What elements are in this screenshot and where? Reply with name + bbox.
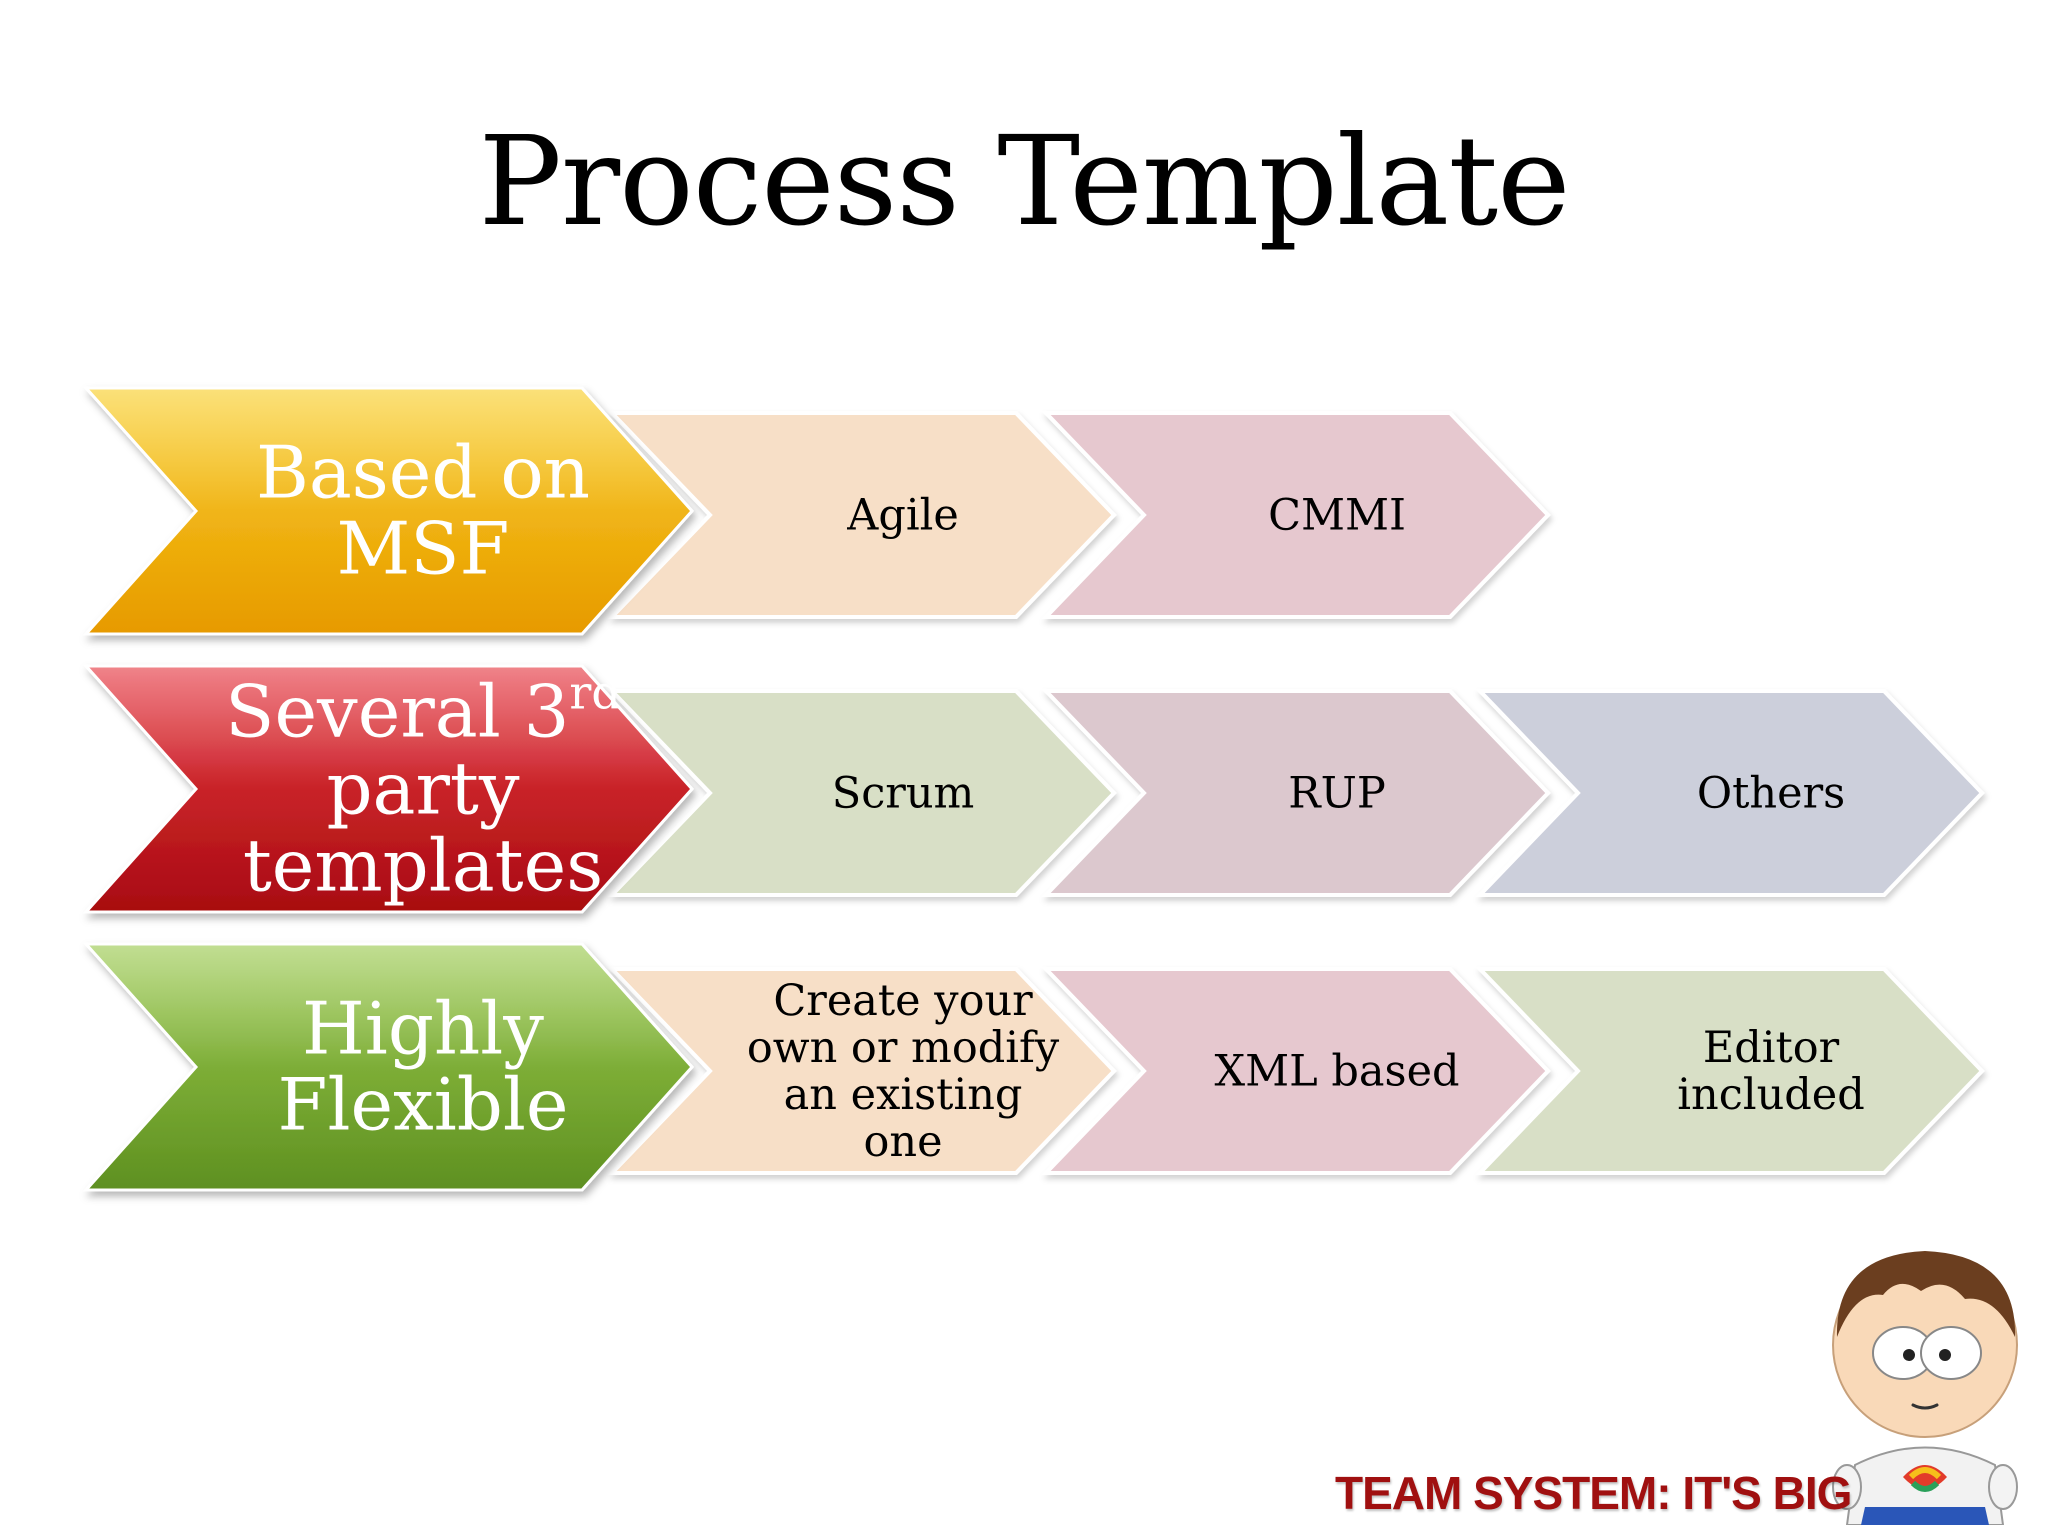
cartoon-boy-mascot-icon: [1832, 1251, 2018, 1525]
option-label: one: [864, 1117, 943, 1167]
option-chevron-shape: [1041, 411, 1551, 619]
category-label-text: party: [326, 746, 519, 830]
category-label: Flexible: [278, 1062, 569, 1146]
process-option-chevron: RUP: [1041, 689, 1551, 897]
process-option-chevron: XML based: [1041, 967, 1551, 1175]
category-label-text: Flexible: [278, 1062, 569, 1146]
option-chevron-shape: [607, 411, 1117, 619]
process-option-chevron: Scrum: [607, 689, 1117, 897]
category-label-text: Highly: [302, 986, 544, 1070]
option-label: included: [1677, 1070, 1864, 1120]
option-chevron-shape: [607, 967, 1117, 1175]
category-label: Based on: [256, 430, 590, 514]
category-label: Highly: [302, 986, 544, 1070]
option-label: Scrum: [832, 769, 975, 819]
process-option-chevron: Agile: [607, 411, 1117, 619]
option-chevron-shape: [1041, 689, 1551, 897]
category-label: Several 3rd: [225, 665, 621, 753]
process-option-chevron: CMMI: [1041, 411, 1551, 619]
option-label: Create your: [773, 976, 1033, 1026]
category-label: MSF: [336, 506, 509, 590]
option-label: RUP: [1288, 769, 1386, 819]
option-label: Others: [1697, 769, 1845, 819]
category-chevron-shine: [86, 944, 692, 1190]
process-option-chevron: Others: [1475, 689, 1985, 897]
option-label: CMMI: [1268, 491, 1406, 541]
category-label-text: Based on: [256, 430, 590, 514]
option-chevron-shape: [1475, 689, 1985, 897]
option-label: an existing: [784, 1070, 1023, 1120]
option-label: own or modify: [747, 1023, 1060, 1073]
category-label-text: Several 3: [225, 669, 569, 753]
category-chevron-shine: [86, 666, 692, 912]
option-label: Agile: [846, 491, 959, 541]
team-system-brand: TEAM SYSTEM: IT'S BIG: [1335, 1467, 1852, 1519]
category-label: party: [326, 746, 519, 830]
slide-title: Process Template: [478, 110, 1570, 254]
option-label: XML based: [1215, 1047, 1460, 1097]
category-label: templates: [243, 823, 603, 907]
category-label-superscript: rd: [569, 665, 620, 719]
option-chevron-shape: [1041, 967, 1551, 1175]
category-label-text: MSF: [336, 506, 509, 590]
option-chevron-shape: [1475, 967, 1985, 1175]
category-label-text: templates: [243, 823, 603, 907]
option-chevron-shape: [607, 689, 1117, 897]
option-label: Editor: [1703, 1023, 1840, 1073]
category-chevron-shine: [86, 388, 692, 634]
